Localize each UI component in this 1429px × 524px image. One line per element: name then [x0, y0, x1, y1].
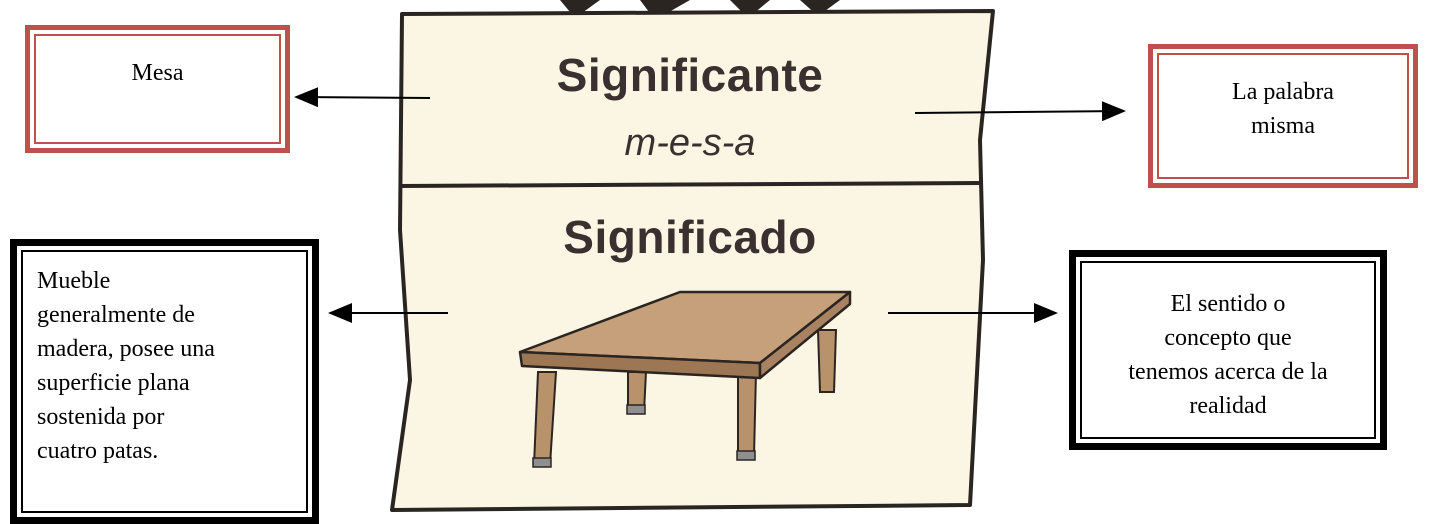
box-mueble-line: generalmente de: [37, 302, 195, 328]
card-divider: [398, 181, 984, 188]
table-leg: [816, 329, 838, 393]
arrow-to-mesa: [294, 87, 431, 108]
table-edge-right: [758, 290, 852, 380]
box-mueble-line: Mueble: [37, 268, 111, 294]
table-leg: [737, 371, 758, 457]
box-mesa: Mesa: [25, 25, 290, 153]
table-illustration: [518, 290, 852, 468]
box-mueble-line: sostenida por: [37, 404, 165, 430]
box-el-sentido-line: realidad: [1189, 393, 1267, 419]
clipped-title-strip: [560, 0, 840, 20]
box-la-palabra-line: La palabra: [1232, 79, 1334, 105]
box-el-sentido: El sentido o concepto que tenemos acerca…: [1069, 250, 1387, 450]
box-mueble-line: madera, posee una: [37, 336, 215, 362]
box-la-palabra: La palabra misma: [1148, 44, 1418, 188]
box-el-sentido-line: tenemos acerca de la: [1128, 359, 1328, 385]
box-mueble-line: cuatro patas.: [37, 438, 159, 464]
box-el-sentido-line: concepto que: [1164, 325, 1292, 351]
significante-label: Significante: [556, 49, 824, 101]
box-el-sentido-line: El sentido o: [1170, 291, 1286, 317]
arrow-to-la-palabra: [914, 101, 1126, 122]
box-la-palabra-line: misma: [1251, 113, 1315, 139]
box-mueble: Mueble generalmente de madera, posee una…: [10, 239, 319, 524]
box-mueble-line: superficie plana: [37, 370, 190, 396]
box-mesa-text: Mesa: [131, 60, 184, 86]
significado-label: Significado: [563, 211, 817, 263]
word-syllables: m-e-s-a: [624, 122, 756, 164]
